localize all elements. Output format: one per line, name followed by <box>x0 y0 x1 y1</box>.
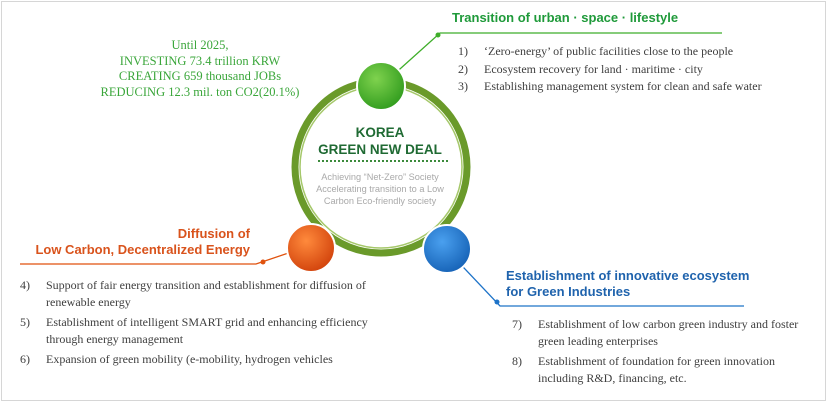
item-text: Establishment of intelligent SMART grid … <box>46 315 368 346</box>
industry-list: 7) Establishment of low carbon green indu… <box>512 316 817 390</box>
urban-list: 1) ‘Zero-energy’ of public facilities clo… <box>458 43 762 96</box>
center-title-line-1: KOREA <box>355 125 405 140</box>
center-title-line-2: GREEN NEW DEAL <box>318 142 442 157</box>
item-text: Establishing management system for clean… <box>484 79 762 93</box>
energy-heading: Diffusion of Low Carbon, Decentralized E… <box>18 226 250 258</box>
item-text: Support of fair energy transition and es… <box>46 278 366 309</box>
list-item: 4) Support of fair energy transition and … <box>20 277 390 310</box>
item-number: 3) <box>458 79 468 93</box>
industry-heading: Establishment of innovative ecosystem fo… <box>506 268 749 300</box>
item-number: 8) <box>512 354 522 368</box>
center-subtitle: Achieving “Net-Zero” Society Acceleratin… <box>316 172 444 206</box>
item-text: Ecosystem recovery for land · maritime ·… <box>484 61 703 76</box>
item-number: 1) <box>458 44 468 58</box>
list-item: 2) Ecosystem recovery for land · maritime… <box>458 61 762 79</box>
urban-node <box>356 61 406 111</box>
energy-heading-line-2: Low Carbon, Decentralized Energy <box>35 242 250 257</box>
center-label: KOREA GREEN NEW DEAL Achieving “Net-Zero… <box>290 124 470 207</box>
item-number: 7) <box>512 317 522 331</box>
urban-connector-dot <box>435 32 441 38</box>
investment-summary: Until 2025, INVESTING 73.4 trillion KRW … <box>70 38 330 100</box>
industry-node <box>422 224 472 274</box>
item-text: Establishment of foundation for green in… <box>538 354 775 385</box>
industry-heading-line-2: for Green Industries <box>506 284 631 299</box>
list-item: 7) Establishment of low carbon green indu… <box>512 316 817 349</box>
item-number: 6) <box>20 352 30 366</box>
item-number: 5) <box>20 315 30 329</box>
industry-connector <box>446 249 744 307</box>
summary-line-3: CREATING 659 thousand JOBs <box>118 69 282 83</box>
item-text: Establishment of low carbon green indust… <box>538 317 799 348</box>
item-text: ‘Zero-energy’ of public facilities close… <box>484 44 734 58</box>
list-item: 8) Establishment of foundation for green … <box>512 353 817 386</box>
list-item: 3) Establishing management system for cle… <box>458 78 762 96</box>
summary-line-4: REDUCING 12.3 mil. ton CO2(20.1%) <box>100 84 300 99</box>
summary-line-2: INVESTING 73.4 trillion KRW <box>119 53 281 68</box>
industry-heading-line-1: Establishment of innovative ecosystem <box>506 268 750 283</box>
item-number: 2) <box>458 61 468 76</box>
urban-heading: Transition of urban · space · lifestyle <box>452 10 679 25</box>
urban-connector <box>380 32 722 87</box>
list-item: 5) Establishment of intelligent SMART gri… <box>20 314 390 347</box>
energy-heading-line-1: Diffusion of <box>177 226 250 241</box>
energy-connector-dot <box>260 259 266 265</box>
item-number: 4) <box>20 278 30 292</box>
list-item: 6) Expansion of green mobility (e-mobilit… <box>20 351 390 368</box>
energy-node <box>286 223 336 273</box>
list-item: 1) ‘Zero-energy’ of public facilities clo… <box>458 43 762 61</box>
item-text: Expansion of green mobility (e-mobility,… <box>46 352 333 366</box>
energy-list: 4) Support of fair energy transition and … <box>20 277 390 372</box>
industry-connector-dot <box>494 299 500 305</box>
summary-line-1: Until 2025, <box>171 38 229 52</box>
